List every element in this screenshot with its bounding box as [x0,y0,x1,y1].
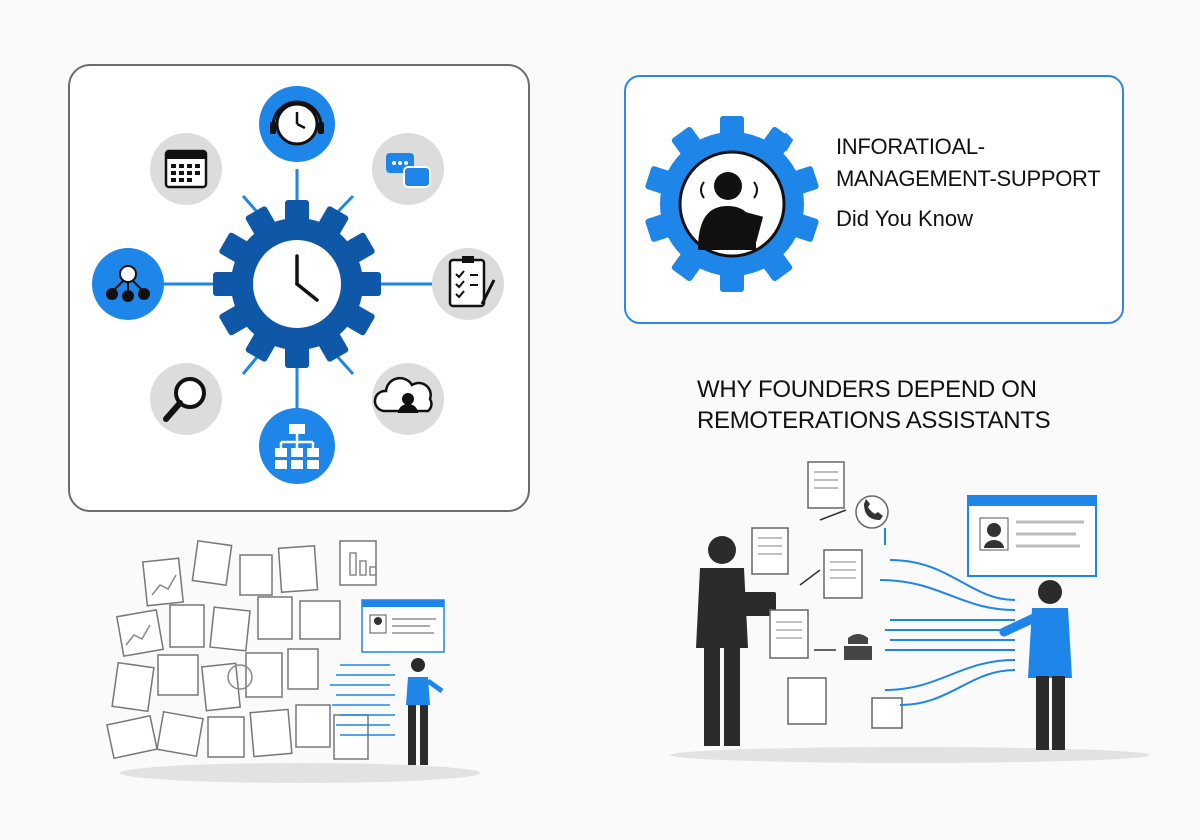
cloud-user-icon [372,363,444,435]
network-icon [92,248,164,320]
flow-arrows [330,664,395,736]
clock-headset-icon [259,86,335,162]
chat-icon [372,133,444,205]
laptop-icon [740,592,776,616]
profile-window-icon [967,495,1097,577]
info-subtitle: Did You Know [836,206,973,231]
org-chart-icon [259,408,335,484]
phone-icon [844,495,889,660]
gear-clock-icon [213,200,381,368]
headline-line1: WHY FOUNDERS DEPEND ON [697,376,1037,403]
document-overload-illustration [106,539,480,783]
founder-figure [696,536,776,746]
checklist-icon [432,248,504,320]
calendar-icon [150,133,222,205]
info-title-line1: INFORATIOAL- [836,134,985,159]
gear-person-icon [645,116,819,292]
headline-line2: REMOTERATIONS ASSISTANTS [697,407,1051,434]
flow-arrows [879,528,1016,706]
woman-figure [406,658,444,765]
hub-diagram [92,86,504,484]
assistant-figure [999,580,1072,750]
magnifier-icon [150,363,222,435]
profile-window-icon [361,599,445,653]
document-flow [751,461,903,729]
founder-assistant-illustration [670,461,1150,763]
info-title-line2: MANAGEMENT-SUPPORT [836,166,1101,191]
scattered-documents [106,539,377,760]
